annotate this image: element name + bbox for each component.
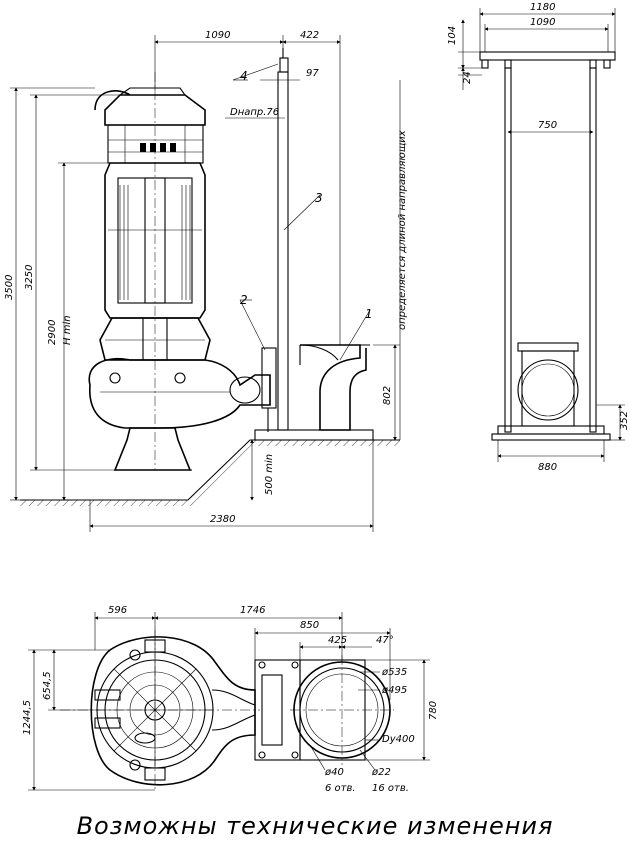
dim-802: 802 (382, 386, 393, 405)
dim-880: 880 (538, 462, 557, 473)
dim-422: 422 (300, 30, 319, 41)
dim-24: 24 (462, 71, 473, 84)
plan-view: 596 1746 850 425 47° 654,5 1244,5 ø535 ø… (22, 605, 439, 794)
cable-block (107, 124, 204, 164)
dim-dnapr: Dнапр.76 (230, 107, 279, 118)
front-dimensions (10, 35, 401, 532)
side-view: 1180 1090 104 24 750 880 352 (447, 2, 630, 473)
callout-3: 3 (315, 191, 323, 205)
dim-3500: 3500 (4, 275, 15, 300)
dim-104: 104 (447, 26, 458, 45)
dim-d22: ø22 (371, 767, 391, 778)
volute (88, 358, 271, 429)
front-view: 1090 422 97 Dнапр.76 3500 3250 2900 H mi… (4, 30, 408, 532)
callout-4: 4 (240, 69, 248, 83)
side-frame (479, 51, 616, 441)
dim-3250: 3250 (24, 265, 35, 290)
dim-angle: 47° (376, 635, 394, 646)
coupling (261, 347, 277, 432)
dim-hmin: H min (62, 315, 73, 345)
dim-d495: ø495 (381, 685, 407, 696)
dim-d22-count: 16 отв. (372, 783, 409, 794)
dim-500min: 500 min (264, 454, 275, 495)
dim-750: 750 (538, 120, 557, 131)
dim-2380: 2380 (210, 514, 235, 525)
dim-1090: 1090 (205, 30, 230, 41)
dim-1244: 1244,5 (22, 700, 33, 735)
pump-stand (113, 427, 192, 471)
dim-97: 97 (306, 68, 319, 79)
lifting-handle (94, 90, 131, 111)
dim-352: 352 (619, 411, 630, 430)
dim-1746: 1746 (240, 605, 265, 616)
dim-d40: ø40 (324, 767, 344, 778)
dim-1180: 1180 (530, 2, 555, 13)
dim-dy400: Dy400 (382, 734, 415, 745)
callout-2: 2 (240, 293, 248, 307)
dim-2900: 2900 (47, 320, 58, 345)
side-dimensions (458, 8, 625, 462)
plan-dimensions (28, 612, 430, 791)
callout-1: 1 (365, 307, 373, 321)
plan-flange (290, 655, 394, 765)
guide-rails (277, 48, 289, 431)
motor-housing (104, 162, 206, 319)
dim-850: 850 (300, 620, 319, 631)
dim-654: 654,5 (42, 671, 53, 700)
guide-note: определяется длиной направляющих (397, 130, 408, 330)
dim-d40-count: 6 отв. (325, 783, 356, 794)
dim-d535: ø535 (381, 667, 407, 678)
footer-note: Возможны технические изменения (76, 812, 554, 840)
dim-425: 425 (328, 635, 347, 646)
pit-ground (20, 439, 400, 506)
base-plate (254, 429, 374, 441)
dim-1090-side: 1090 (530, 17, 555, 28)
dim-780: 780 (428, 701, 439, 720)
discharge-elbow (299, 344, 370, 431)
dim-596: 596 (108, 605, 127, 616)
